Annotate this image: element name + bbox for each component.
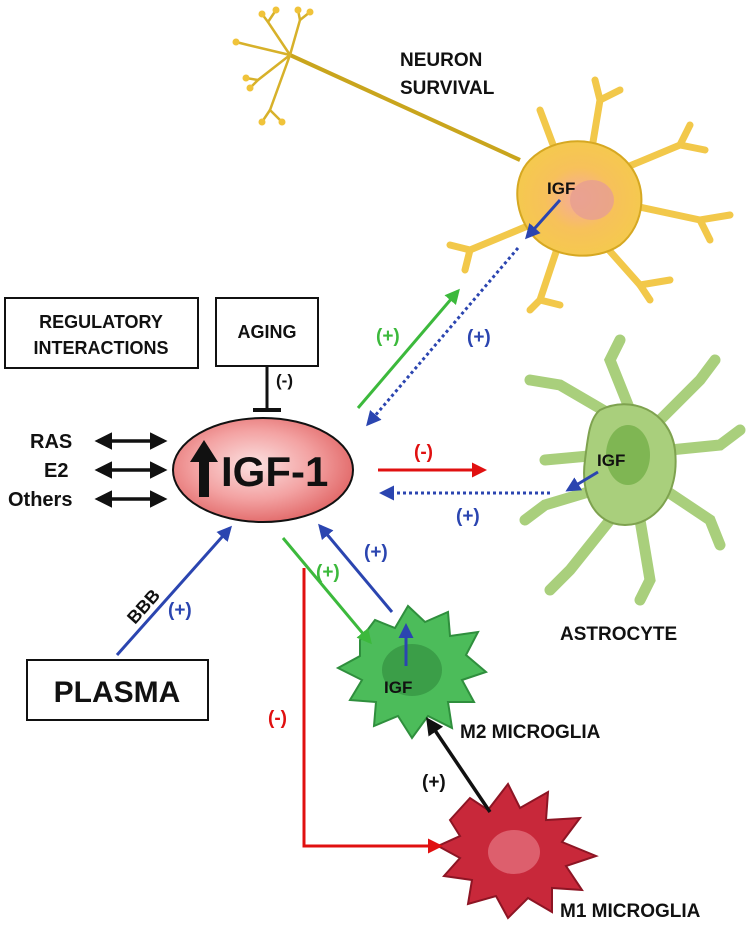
from-m2-effect-label: (+) — [364, 542, 388, 563]
plasma-effect-label: (+) — [168, 600, 192, 621]
ras-label: RAS — [30, 431, 72, 453]
aging-box: AGING — [215, 297, 319, 367]
to-m1-effect-label: (-) — [268, 708, 287, 729]
igf1-to-m2-arrow — [281, 537, 372, 645]
m2-microglia-nucleus — [382, 644, 442, 696]
regulatory-line1: REGULATORY — [39, 312, 163, 332]
neuron-survival-label-line1: NEURON — [400, 50, 482, 71]
neuron-nucleus — [570, 180, 614, 220]
m1-to-m2-arrow — [426, 717, 492, 813]
regulatory-interactions-box: REGULATORY INTERACTIONS — [4, 297, 199, 369]
m1-microglia-nucleus — [488, 830, 540, 874]
astrocyte-label: ASTROCYTE — [560, 624, 677, 645]
bbb-label: BBB — [123, 585, 164, 627]
neuron-axon — [289, 53, 521, 162]
aging-label: AGING — [237, 322, 296, 342]
to-astrocyte-effect-label: (-) — [414, 442, 433, 463]
igf1-node: IGF-1 — [172, 417, 354, 523]
plasma-label: PLASMA — [54, 676, 181, 709]
axon-terminals — [234, 8, 312, 124]
m2-microglia-cell: IGF — [335, 604, 488, 740]
m2-to-igf1-arrow — [318, 523, 394, 613]
m1-to-m2-effect-label: (+) — [422, 772, 446, 793]
neuron-survival-label-line2: SURVIVAL — [400, 78, 495, 99]
igf1-label: IGF-1 — [221, 448, 328, 495]
others-label: Others — [8, 489, 72, 511]
to-m2-effect-label: (+) — [316, 562, 340, 583]
astrocyte-igf-release-arrow — [565, 470, 599, 492]
neuron-dendrites — [446, 76, 734, 314]
neuron-igf-release-arrow — [525, 199, 562, 240]
m1-microglia-label: M1 MICROGLIA — [560, 901, 701, 922]
m2-igf-label: IGF — [384, 678, 412, 697]
neuron-igf-label: IGF — [547, 179, 575, 198]
e2-label: E2 — [44, 460, 68, 482]
up-arrow-icon — [190, 440, 218, 497]
m2-microglia-label: M2 MICROGLIA — [460, 722, 601, 743]
plasma-to-igf1-arrow — [115, 525, 232, 656]
from-neuron-effect-label: (+) — [467, 327, 491, 348]
plasma-box: PLASMA — [26, 659, 209, 721]
astrocyte-nucleus — [606, 425, 650, 485]
astrocyte-igf-label: IGF — [597, 451, 625, 470]
aging-effect-label: (-) — [276, 371, 293, 390]
neuron-cell: IGF — [232, 6, 734, 314]
astrocyte-cell: IGF — [519, 334, 746, 606]
neuron-to-igf1-arrow — [366, 247, 520, 427]
from-astrocyte-effect-label: (+) — [456, 506, 480, 527]
igf1-to-m1-arrow — [302, 568, 443, 854]
regulatory-line2: INTERACTIONS — [34, 338, 169, 358]
igf1-to-neuron-arrow — [356, 288, 460, 409]
m1-microglia-cell — [435, 782, 599, 920]
to-neuron-effect-label: (+) — [376, 326, 400, 347]
